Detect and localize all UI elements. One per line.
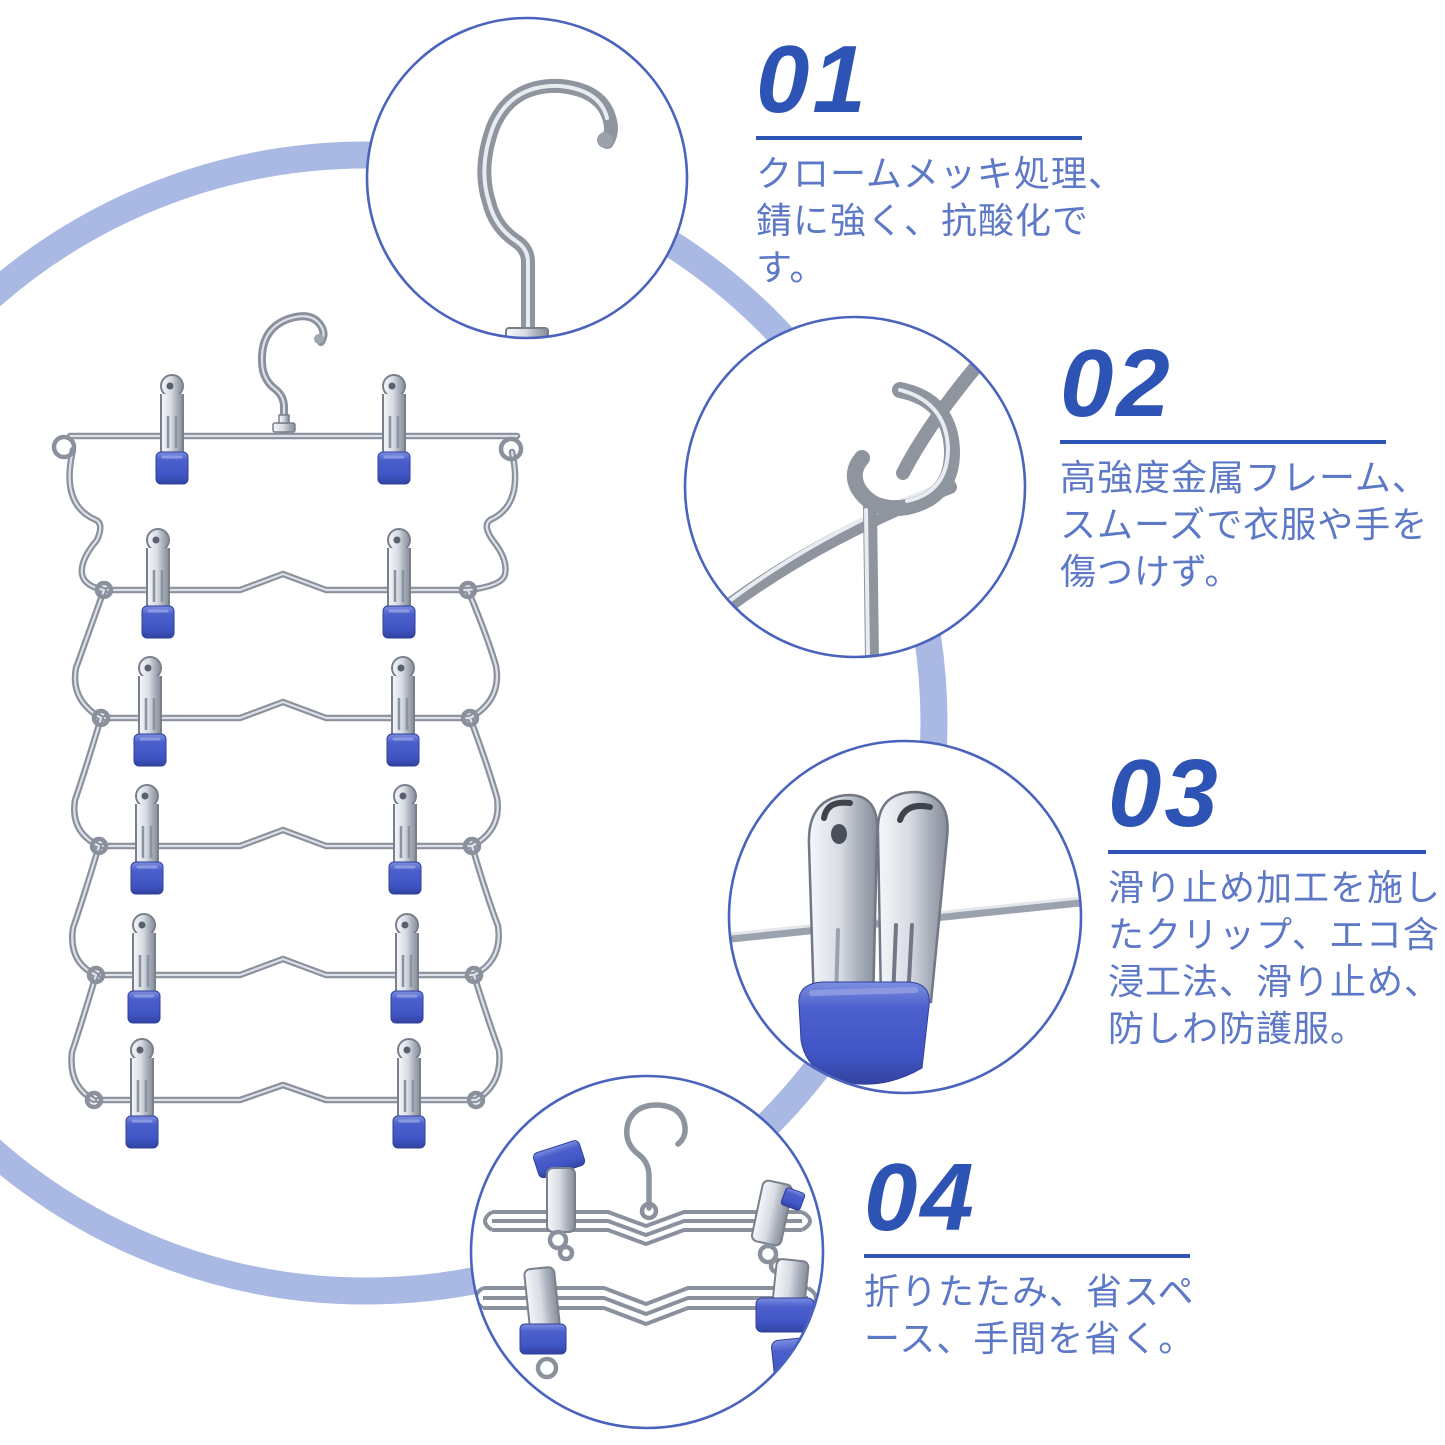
feature-04-underline (864, 1253, 1190, 1258)
feature-02-underline (1060, 439, 1386, 444)
feature-02: 02 高強度金属フレーム、 スムーズで衣服や手を 傷つけず。 (1060, 330, 1445, 595)
feature-04-number: 04 (864, 1144, 977, 1251)
callout-photo-folded-hanger (473, 1102, 823, 1385)
callout-circle-folded (469, 1074, 825, 1430)
callout-circle-clip (727, 739, 1083, 1095)
feature-03-number: 03 (1108, 740, 1221, 847)
feature-03-underline (1108, 849, 1426, 854)
feature-02-number: 02 (1060, 330, 1173, 437)
callout-photo-clip-closeup (730, 790, 1081, 1085)
feature-01: 01 クロームメッキ処理、 錆に強く、抗酸化です。 (756, 26, 1156, 291)
feature-03: 03 滑り止め加工を施し たクリップ、エコ含 浸工法、滑り止め、 防しわ防護服。 (1108, 740, 1445, 1052)
feature-04-description: 折りたたみ、省スペ ース、手間を省く。 (864, 1270, 1196, 1359)
background-ring (0, 141, 948, 1305)
feature-03-description: 滑り止め加工を施し たクリップ、エコ含 浸工法、滑り止め、 防しわ防護服。 (1108, 866, 1442, 1049)
feature-01-description: クロームメッキ処理、 錆に強く、抗酸化です。 (756, 152, 1125, 288)
callout-circle-hook (365, 16, 689, 340)
feature-04: 04 折りたたみ、省スペ ース、手間を省く。 (864, 1144, 1264, 1362)
feature-01-number: 01 (756, 26, 869, 133)
callout-circle-frame (683, 315, 1027, 659)
main-hanger-photo (51, 316, 524, 1150)
feature-02-description: 高強度金属フレーム、 スムーズで衣服や手を 傷つけず。 (1060, 456, 1429, 592)
feature-01-underline (756, 135, 1082, 140)
